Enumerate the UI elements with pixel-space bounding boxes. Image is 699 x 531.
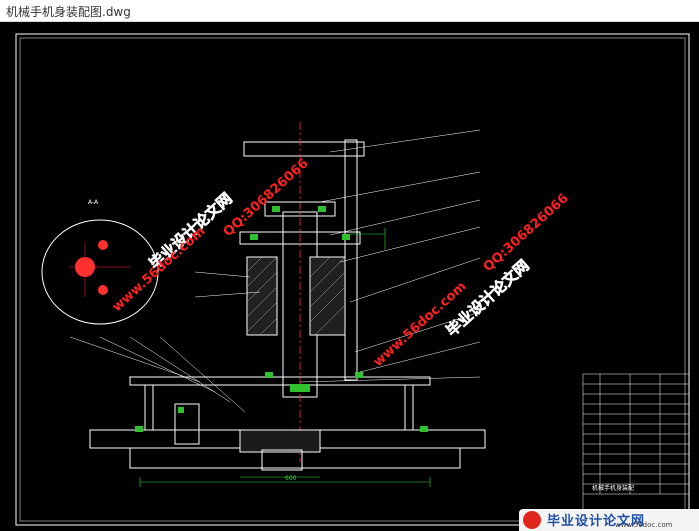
site-logo: 毕业设计论文网 www.56doc.com	[519, 509, 699, 531]
title-block-name: 机械手机身装配	[592, 484, 634, 492]
logo-url: www.56doc.com	[615, 521, 673, 529]
title-bar: 机械手机身装配图.dwg	[0, 0, 699, 22]
dimensions	[139, 228, 431, 487]
upper-flange	[264, 201, 336, 217]
cam-plate	[41, 219, 159, 325]
logo-text: 毕业设计论文网	[547, 514, 646, 529]
outer-frame	[15, 33, 690, 526]
left-leg	[144, 384, 154, 431]
logo-circle-icon	[523, 511, 541, 529]
right-block	[309, 256, 346, 336]
dim-bottom-label: 600	[285, 475, 297, 482]
cad-canvas[interactable]: 600 A-A	[0, 22, 699, 531]
hatching	[246, 256, 346, 336]
window-title: 机械手机身装配图.dwg	[6, 5, 131, 19]
motor-block	[174, 403, 200, 445]
base-platform	[129, 376, 431, 386]
leader-lines	[69, 129, 481, 413]
top-plate	[243, 141, 365, 157]
right-column	[344, 139, 358, 381]
right-leg	[404, 384, 414, 431]
title-block	[582, 373, 690, 525]
bearing-housing	[239, 429, 321, 453]
inner-frame	[19, 37, 686, 522]
mid-flange	[239, 231, 361, 245]
section-label: A-A	[88, 199, 99, 206]
cam-hole-2	[98, 240, 108, 250]
fasteners	[135, 206, 428, 432]
cam-centerlines	[70, 242, 130, 297]
cam-hole-3	[98, 285, 108, 295]
lower-housing	[261, 449, 303, 471]
watermark-2: QQ:306826066	[221, 156, 312, 240]
left-block	[246, 256, 278, 336]
drawing-svg: 600 A-A	[15, 33, 690, 526]
watermark-3: www.56doc.com	[110, 224, 209, 315]
